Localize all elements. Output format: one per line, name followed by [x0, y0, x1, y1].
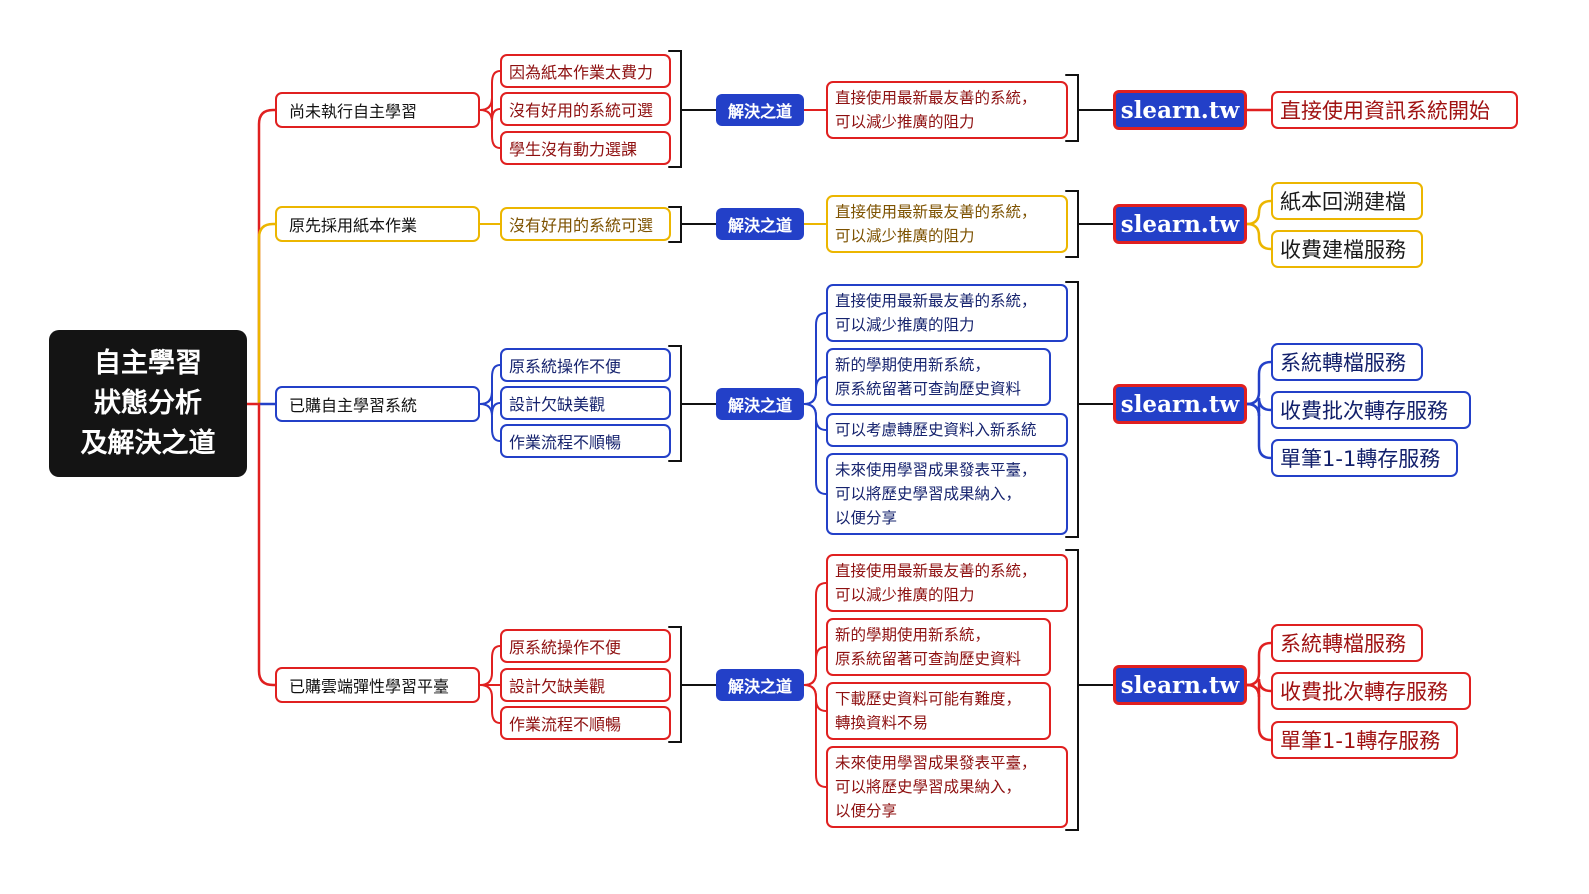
root-line: 狀態分析	[94, 387, 202, 419]
connector-line	[257, 108, 277, 406]
solution-item[interactable]: 下載歷史資料可能有難度， 轉換資料不易	[826, 682, 1051, 740]
solution-item[interactable]: 直接使用最新最友善的系統， 可以減少推廣的阻力	[826, 554, 1068, 612]
service-item[interactable]: 收費批次轉存服務	[1271, 391, 1471, 429]
problem-item[interactable]: 作業流程不順暢	[500, 706, 671, 740]
solution-text: 可以考慮轉歷史資料入新系統	[835, 421, 1037, 439]
problem-item[interactable]: 作業流程不順暢	[500, 424, 671, 458]
connector-line	[1245, 360, 1273, 406]
connector-line	[1245, 402, 1273, 460]
problem-item[interactable]: 學生沒有動力選課	[500, 131, 671, 165]
root-line: 及解決之道	[80, 427, 216, 459]
branch-topic[interactable]: 尚未執行自主學習	[275, 92, 480, 128]
solution-text: 直接使用最新最友善的系統， 可以減少推廣的阻力	[835, 89, 1037, 131]
solution-text: 直接使用最新最友善的系統， 可以減少推廣的阻力	[835, 292, 1037, 334]
solution-item[interactable]: 新的學期使用新系統， 原系統留著可查詢歷史資料	[826, 618, 1051, 676]
branch-topic[interactable]: 原先採用紙本作業	[275, 206, 480, 242]
solution-item[interactable]: 直接使用最新最友善的系統， 可以減少推廣的阻力	[826, 81, 1068, 139]
problem-item[interactable]: 原系統操作不便	[500, 629, 671, 663]
solution-label[interactable]: 解決之道	[716, 388, 804, 420]
service-item[interactable]: 單筆1-1轉存服務	[1271, 721, 1458, 759]
root-topic[interactable]: 自主學習 狀態分析 及解決之道	[49, 330, 247, 477]
problem-item[interactable]: 因為紙本作業太費力	[500, 54, 671, 88]
connector-line	[479, 684, 501, 724]
connector-line	[803, 646, 827, 686]
connector-line	[803, 376, 827, 405]
connector-line	[479, 391, 501, 416]
brand-badge[interactable]: slearn.tw	[1113, 90, 1247, 130]
brand-badge[interactable]: slearn.tw	[1113, 204, 1247, 244]
connector-line	[1245, 199, 1273, 226]
connector-line	[479, 645, 501, 686]
problem-item[interactable]: 設計欠缺美觀	[500, 386, 671, 420]
service-item[interactable]: 單筆1-1轉存服務	[1271, 439, 1458, 477]
solution-text: 新的學期使用新系統， 原系統留著可查詢歷史資料	[835, 626, 1022, 668]
solution-text: 新的學期使用新系統， 原系統留著可查詢歷史資料	[835, 356, 1022, 398]
connector-line	[803, 403, 827, 495]
bracket-line	[1065, 281, 1079, 538]
service-item[interactable]: 紙本回溯建檔	[1271, 182, 1423, 220]
solution-item[interactable]: 未來使用學習成果發表平臺， 可以將歷史學習成果納入， 以便分享	[826, 453, 1068, 535]
solution-text: 未來使用學習成果發表平臺， 可以將歷史學習成果納入， 以便分享	[835, 754, 1037, 820]
solution-item[interactable]: 直接使用最新最友善的系統， 可以減少推廣的阻力	[826, 284, 1068, 342]
connector-line	[803, 684, 827, 788]
brand-badge[interactable]: slearn.tw	[1113, 384, 1247, 424]
solution-text: 直接使用最新最友善的系統， 可以減少推廣的阻力	[835, 203, 1037, 245]
solution-text: 直接使用最新最友善的系統， 可以減少推廣的阻力	[835, 562, 1037, 604]
connector-line	[257, 402, 277, 687]
service-item[interactable]: 系統轉檔服務	[1271, 624, 1423, 662]
connector-line	[1245, 641, 1273, 687]
connector-line	[479, 109, 501, 149]
solution-item[interactable]: 直接使用最新最友善的系統， 可以減少推廣的阻力	[826, 195, 1068, 253]
solution-label[interactable]: 解決之道	[716, 208, 804, 240]
bracket-line	[1065, 74, 1079, 142]
connector-line	[1245, 222, 1273, 251]
problem-item[interactable]: 沒有好用的系統可選	[500, 207, 671, 241]
solution-item[interactable]: 新的學期使用新系統， 原系統留著可查詢歷史資料	[826, 348, 1051, 406]
connector-line	[479, 97, 501, 122]
connector-line	[1245, 683, 1273, 742]
bracket-line	[1065, 549, 1079, 831]
connector-line	[257, 222, 277, 406]
branch-topic[interactable]: 已購雲端彈性學習平臺	[275, 667, 480, 703]
root-line: 自主學習	[94, 347, 202, 379]
branch-topic[interactable]: 已購自主學習系統	[275, 386, 480, 422]
solution-item[interactable]: 可以考慮轉歷史資料入新系統	[826, 413, 1068, 447]
solution-label[interactable]: 解決之道	[716, 94, 804, 126]
service-item[interactable]: 收費建檔服務	[1271, 230, 1423, 268]
service-item[interactable]: 直接使用資訊系統開始	[1271, 91, 1518, 129]
solution-text: 未來使用學習成果發表平臺， 可以將歷史學習成果納入， 以便分享	[835, 461, 1037, 527]
problem-item[interactable]: 設計欠缺美觀	[500, 668, 671, 702]
solution-label[interactable]: 解決之道	[716, 669, 804, 701]
service-item[interactable]: 收費批次轉存服務	[1271, 672, 1471, 710]
service-item[interactable]: 系統轉檔服務	[1271, 343, 1423, 381]
solution-item[interactable]: 未來使用學習成果發表平臺， 可以將歷史學習成果納入， 以便分享	[826, 746, 1068, 828]
brand-badge[interactable]: slearn.tw	[1113, 665, 1247, 705]
connector-line	[479, 403, 501, 442]
problem-item[interactable]: 沒有好用的系統可選	[500, 92, 671, 126]
solution-text: 下載歷史資料可能有難度， 轉換資料不易	[835, 690, 1022, 732]
problem-item[interactable]: 原系統操作不便	[500, 348, 671, 382]
